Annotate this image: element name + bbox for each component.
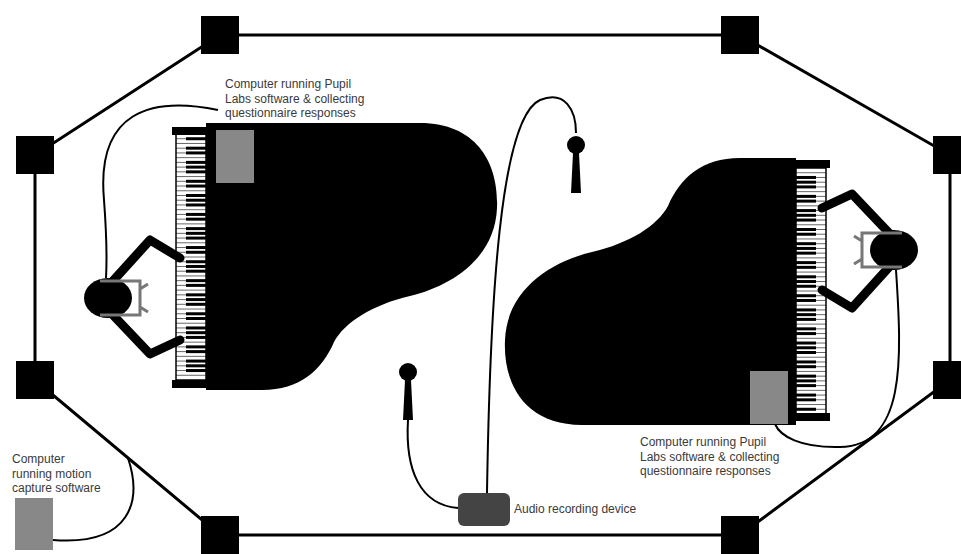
computer-label: Computer running Pupil Labs software & c… (225, 77, 370, 121)
label-text: Computer running Pupil Labs software & c… (225, 77, 370, 121)
cables (53, 97, 899, 540)
pianist (84, 240, 180, 354)
audio-recorder (458, 493, 510, 526)
label-text: Computer running motion capture software (12, 452, 104, 496)
computer-label: Computer running motion capture software (12, 452, 104, 496)
pianist (822, 194, 918, 308)
computer (216, 130, 254, 183)
device-label: Audio recording device (514, 502, 654, 517)
computer (750, 371, 788, 424)
grand-piano (505, 158, 830, 425)
motion-capture-cameras (16, 16, 961, 554)
microphone (567, 136, 585, 193)
room-outline (35, 35, 950, 535)
computer (15, 498, 53, 550)
grand-piano (172, 123, 497, 390)
computer-label: Computer running Pupil Labs software & c… (640, 435, 785, 479)
label-text: Audio recording device (514, 502, 654, 517)
label-text: Computer running Pupil Labs software & c… (640, 435, 785, 479)
microphone (399, 363, 417, 420)
